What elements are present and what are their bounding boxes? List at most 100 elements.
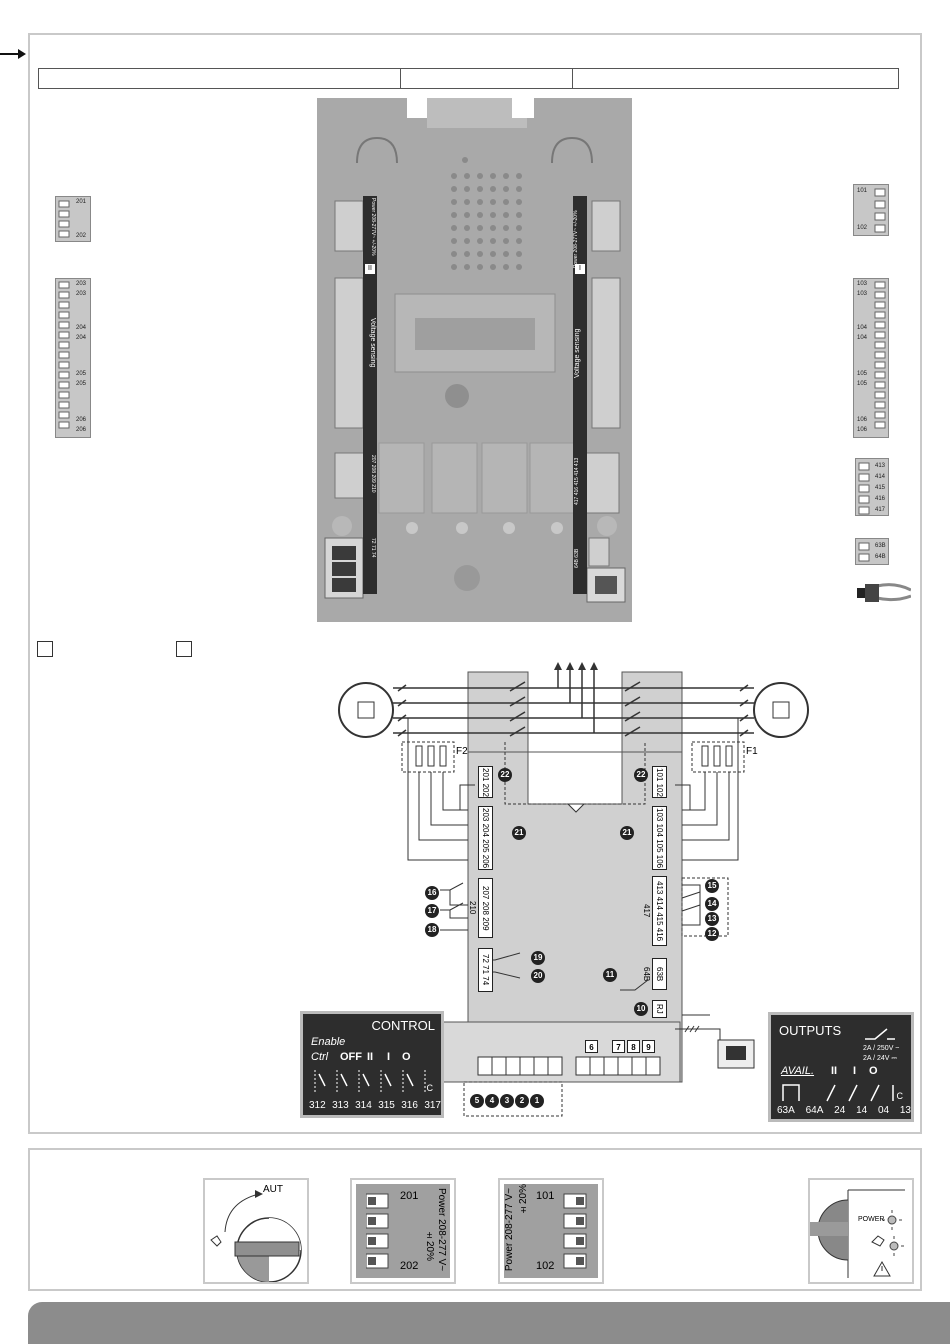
marker-20: 20 bbox=[531, 969, 545, 983]
outputs-num: 04 bbox=[877, 1105, 890, 1116]
terminal-label: 206 bbox=[76, 427, 87, 433]
terminal-label: 204 bbox=[76, 325, 87, 331]
outputs-contacts bbox=[782, 1084, 894, 1102]
fuse-f1-label: F1 bbox=[746, 746, 758, 757]
selector-aut-label: AUT bbox=[263, 1184, 283, 1195]
control-c: C bbox=[426, 1083, 434, 1093]
control-num: 313 bbox=[332, 1100, 349, 1111]
checkbox-1[interactable] bbox=[37, 641, 53, 657]
terminal-label: 106 bbox=[857, 427, 868, 433]
marker-10: 10 bbox=[634, 1002, 648, 1016]
outputs-avail: AVAIL. bbox=[781, 1065, 815, 1077]
terminal-label: 205 bbox=[76, 371, 87, 377]
terminal-label: 63B bbox=[875, 543, 886, 549]
control-ctrl: Ctrl bbox=[311, 1051, 329, 1063]
outputs-o: O bbox=[869, 1065, 878, 1077]
source-ii-marker: II bbox=[365, 264, 375, 274]
left-relay-label: 72 71 74 bbox=[370, 538, 376, 558]
tag-203-206: 203 204 205 206 bbox=[478, 806, 493, 870]
connector-bottom-label: 202 bbox=[400, 1260, 419, 1272]
header-cell-1 bbox=[38, 68, 401, 89]
outputs-num: 13 bbox=[899, 1105, 911, 1116]
outputs-title: OUTPUTS bbox=[779, 1023, 842, 1038]
tag-207-210: 207 208 209 210 bbox=[468, 878, 493, 938]
outputs-i: I bbox=[853, 1065, 857, 1077]
tag-413-417: 413 414 415 416 417 bbox=[642, 876, 667, 946]
left-io-label: 207 208 209 210 bbox=[370, 455, 376, 493]
control-num: 312 bbox=[309, 1100, 326, 1111]
terminal-label: 201 bbox=[76, 199, 87, 205]
marker-22-right: 22 bbox=[634, 768, 648, 782]
status-led-panel: POWER bbox=[808, 1178, 914, 1284]
marker-21-right: 21 bbox=[620, 826, 634, 840]
marker-7: 7 bbox=[612, 1040, 625, 1053]
rotary-selector-icon[interactable] bbox=[205, 1180, 307, 1282]
control-contacts bbox=[314, 1070, 426, 1094]
control-numbers: 312 313 314 315 316 317 bbox=[309, 1100, 441, 1111]
terminal-label: 203 bbox=[76, 291, 87, 297]
outputs-legend: OUTPUTS 2A / 250V ~ 2A / 24V ⎓ AVAIL. II… bbox=[768, 1012, 914, 1122]
control-num: 315 bbox=[378, 1100, 395, 1111]
tag-101-102: 101 102 bbox=[652, 766, 667, 798]
control-num: 316 bbox=[401, 1100, 418, 1111]
marker-3: 3 bbox=[500, 1094, 514, 1108]
checkbox-2[interactable] bbox=[176, 641, 192, 657]
marker-22-left: 22 bbox=[498, 768, 512, 782]
outputs-c: C bbox=[896, 1091, 904, 1101]
outputs-num: 14 bbox=[856, 1105, 868, 1116]
header-cell-3 bbox=[572, 68, 899, 89]
connector-pins-icon bbox=[366, 1193, 389, 1269]
selector-panel: AUT bbox=[203, 1178, 309, 1284]
board-artwork bbox=[324, 98, 626, 603]
marker-17: 17 bbox=[425, 904, 439, 918]
control-num: 314 bbox=[355, 1100, 372, 1111]
terminal-label: 103 bbox=[857, 291, 868, 297]
terminal-label: 104 bbox=[857, 335, 868, 341]
tag-72-74: 72 71 74 bbox=[478, 948, 493, 992]
right-relay-label: 64B 63B bbox=[574, 548, 580, 568]
left-label-strip bbox=[363, 196, 377, 594]
terminal-label: 206 bbox=[76, 417, 87, 423]
power-connector-201-202: 201 202 Power 208-277 V~ ±20% bbox=[350, 1178, 456, 1284]
header-cell-2 bbox=[400, 68, 573, 89]
marker-2: 2 bbox=[515, 1094, 529, 1108]
connector-tolerance: ±20% bbox=[424, 1230, 435, 1262]
terminal-label: 64B bbox=[875, 554, 886, 560]
connector-pins-icon bbox=[563, 1193, 587, 1269]
led-panel-artwork bbox=[810, 1189, 905, 1278]
terminal-label: 103 bbox=[857, 281, 868, 287]
marker-1: 1 bbox=[530, 1094, 544, 1108]
right-label-strip bbox=[573, 196, 587, 594]
controller-board-photo: Power 208-277V~ +/-20% Power 208-277V~ +… bbox=[317, 98, 632, 622]
left-power-label: Power 208-277V~ +/-20% bbox=[370, 198, 376, 256]
rj-plug-icon bbox=[857, 583, 911, 602]
outputs-num: 64A bbox=[805, 1105, 824, 1116]
terminal-block-203-206: 203 203 204 204 205 205 206 206 bbox=[55, 278, 91, 438]
control-i: I bbox=[387, 1051, 391, 1063]
outputs-ii: II bbox=[831, 1065, 838, 1077]
terminal-label: 106 bbox=[857, 417, 868, 423]
terminal-label: 413 bbox=[875, 463, 886, 469]
terminal-label: 204 bbox=[76, 335, 87, 341]
relay-contact-icon bbox=[865, 1028, 895, 1040]
control-num: 317 bbox=[424, 1100, 441, 1111]
arrow-icon bbox=[0, 49, 26, 59]
terminal-block-413-417: 413 414 415 416 417 bbox=[855, 458, 889, 516]
terminal-block-101-102: 101 102 bbox=[853, 184, 889, 236]
connector-power-label: Power 208-277 V~ bbox=[504, 1188, 515, 1272]
control-legend: CONTROL Enable Ctrl OFF II I O C 312 313… bbox=[300, 1011, 444, 1118]
bottom-panel bbox=[28, 1148, 922, 1291]
terminal-label: 203 bbox=[76, 281, 87, 287]
connector-bottom-label: 102 bbox=[536, 1260, 555, 1272]
connector-power-label: Power 208-277 V~ bbox=[436, 1188, 447, 1272]
tag-201-202: 201 202 bbox=[478, 766, 493, 798]
terminal-label: 202 bbox=[76, 233, 87, 239]
right-io-label: 417 416 415 414 413 bbox=[574, 457, 580, 505]
marker-6: 6 bbox=[585, 1040, 598, 1053]
terminal-label: 417 bbox=[875, 507, 886, 513]
fuse-f2-label: F2 bbox=[456, 746, 468, 757]
connector-tolerance: ±20% bbox=[518, 1184, 529, 1216]
marker-21-left: 21 bbox=[512, 826, 526, 840]
terminal-label: 102 bbox=[857, 225, 868, 231]
main-panel bbox=[28, 33, 922, 1134]
